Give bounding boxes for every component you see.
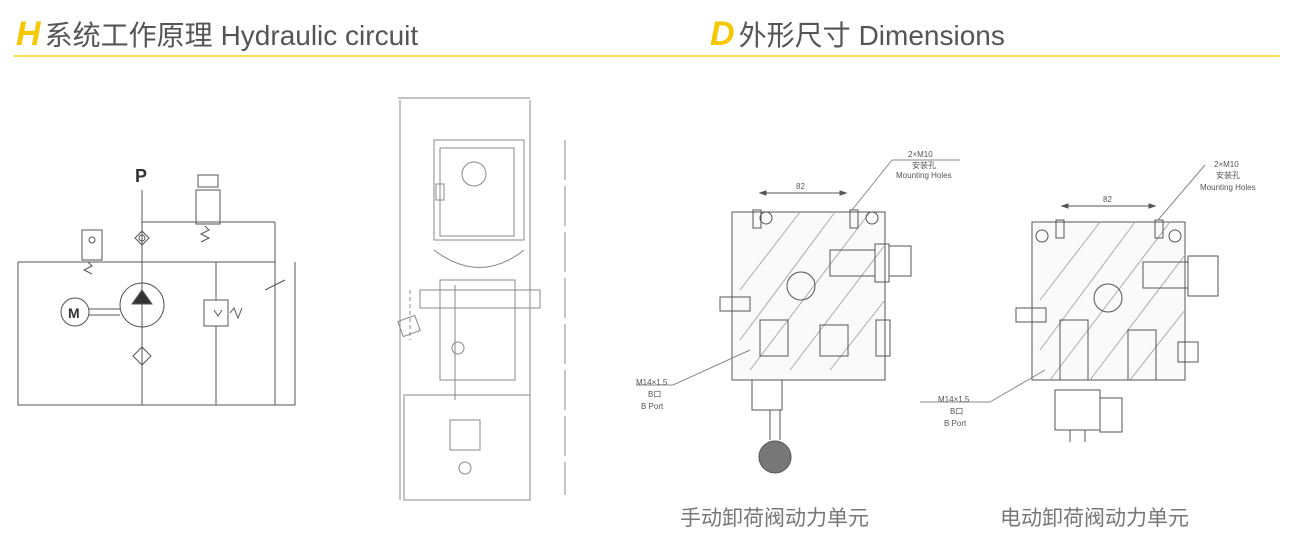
header-divider <box>14 55 642 57</box>
header-title-en: Hydraulic circuit <box>220 20 419 51</box>
dimension-82: 82 <box>1103 195 1112 204</box>
mounting-holes-cn: 安装孔 <box>912 160 936 170</box>
header-letter: H <box>16 15 41 53</box>
port-cn: B口 <box>648 390 661 399</box>
electric-unit-drawing: 82 2×M10 安装孔 Mounting Holes M14×1.5 B口 B… <box>920 160 1256 442</box>
mounting-holes-spec: 2×M10 <box>908 150 933 159</box>
port-p-label: P <box>135 166 147 186</box>
electric-unit-caption: 电动卸荷阀动力单元 <box>1000 507 1189 530</box>
manual-unit-caption: 手动卸荷阀动力单元 <box>680 507 869 530</box>
mounting-holes-cn: 安装孔 <box>1216 170 1240 180</box>
header-letter: D <box>710 15 735 53</box>
port-cn: B口 <box>950 407 963 416</box>
side-view-drawing <box>397 97 566 501</box>
port-spec: M14×1.5 <box>636 378 668 387</box>
mounting-holes-en: Mounting Holes <box>1200 183 1256 192</box>
dimension-82: 82 <box>796 182 805 191</box>
header-divider <box>642 55 1280 57</box>
manual-unit-drawing: 82 2×M10 安装孔 Mounting Holes M14×1.5 B口 B… <box>636 150 960 474</box>
port-en: B Port <box>641 402 664 411</box>
header-title-cn: 外形尺寸 <box>738 20 851 51</box>
port-spec: M14×1.5 <box>938 395 970 404</box>
motor-label: M <box>68 305 80 321</box>
mounting-holes-en: Mounting Holes <box>896 171 952 180</box>
mounting-holes-spec: 2×M10 <box>1214 160 1239 169</box>
header-title-en: Dimensions <box>858 20 1005 51</box>
dimensions-header: D 外形尺寸 Dimensions <box>710 14 1005 54</box>
hydraulic-circuit-header: H 系统工作原理 Hydraulic circuit <box>16 14 418 54</box>
header-title-cn: 系统工作原理 <box>44 20 213 51</box>
port-en: B Port <box>944 419 967 428</box>
hydraulic-circuit-diagram: P M <box>17 166 296 406</box>
